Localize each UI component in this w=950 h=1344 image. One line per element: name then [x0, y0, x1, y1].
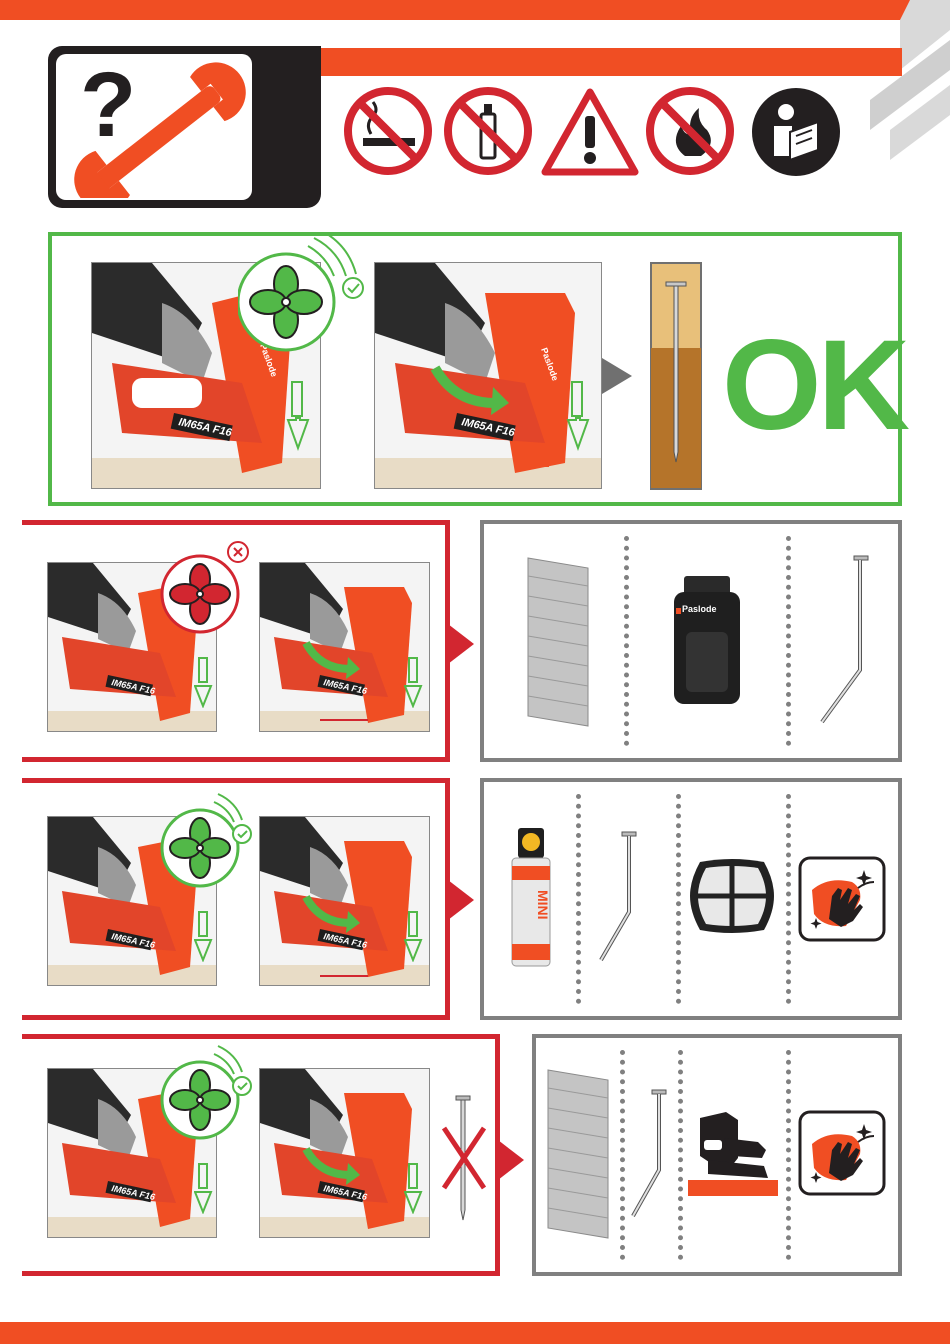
cause-arrow-icon	[448, 880, 474, 920]
result-arrow-icon	[602, 358, 632, 394]
help-wrench-icon: ?	[60, 58, 250, 198]
nail-strip-icon	[524, 556, 592, 728]
fan-running-icon	[158, 792, 258, 888]
bent-nail-icon	[816, 554, 872, 728]
press-down-arrow-icon	[404, 1162, 424, 1214]
no-smoking-icon	[343, 86, 433, 176]
fan-stopped-icon	[158, 538, 258, 634]
cause-arrow-icon	[498, 1140, 524, 1180]
ok-label: OK	[722, 322, 906, 450]
nailer-illustration: IM65A F16 Paslode	[375, 263, 602, 489]
separator-dots	[624, 536, 629, 746]
gas-cell-label: MINI	[535, 890, 551, 920]
nail-strip-icon	[546, 1068, 612, 1240]
svg-text:?: ?	[80, 58, 136, 156]
top-brand-bar	[0, 0, 950, 20]
tool-photo-trigger-pull: IM65A F16 Paslode	[374, 262, 602, 489]
no-aerosol-icon	[443, 86, 533, 176]
separator-dots	[676, 794, 681, 1004]
press-down-arrow-icon	[404, 910, 424, 962]
cause-arrow-icon	[448, 624, 474, 664]
separator-dots	[620, 1050, 625, 1260]
no-fire-icon	[645, 86, 735, 176]
separator-dots	[576, 794, 581, 1004]
separator-dots	[786, 794, 791, 1004]
gas-cell-icon: MINI	[508, 826, 554, 968]
press-down-arrow-icon	[194, 656, 214, 708]
press-down-arrow-icon	[286, 380, 310, 452]
press-down-arrow-icon	[566, 380, 590, 452]
nailer-depth-icon	[688, 1110, 780, 1198]
separator-dots	[786, 1050, 791, 1260]
press-down-arrow-icon	[404, 656, 424, 708]
warning-icon	[541, 86, 639, 176]
press-down-arrow-icon	[194, 910, 214, 962]
battery-icon: Paslode	[670, 574, 744, 708]
separator-dots	[786, 536, 791, 746]
air-filter-icon	[686, 858, 778, 934]
corner-stripes-decoration	[860, 0, 950, 180]
fan-running-icon	[238, 232, 373, 352]
brand-label: Paslode	[682, 604, 717, 614]
fan-running-icon	[158, 1044, 258, 1140]
bent-nail-icon	[628, 1088, 672, 1222]
cleaning-icon	[798, 1110, 886, 1196]
nail-in-wood-icon	[650, 262, 702, 490]
cleaning-icon	[798, 856, 886, 942]
header-stripe	[300, 48, 902, 76]
separator-dots	[678, 1050, 683, 1260]
press-down-arrow-icon	[194, 1162, 214, 1214]
nail-not-fired-icon	[438, 1092, 490, 1224]
bent-nail-icon	[596, 830, 644, 964]
bottom-brand-bar	[0, 1322, 950, 1344]
read-manual-icon	[750, 86, 842, 178]
